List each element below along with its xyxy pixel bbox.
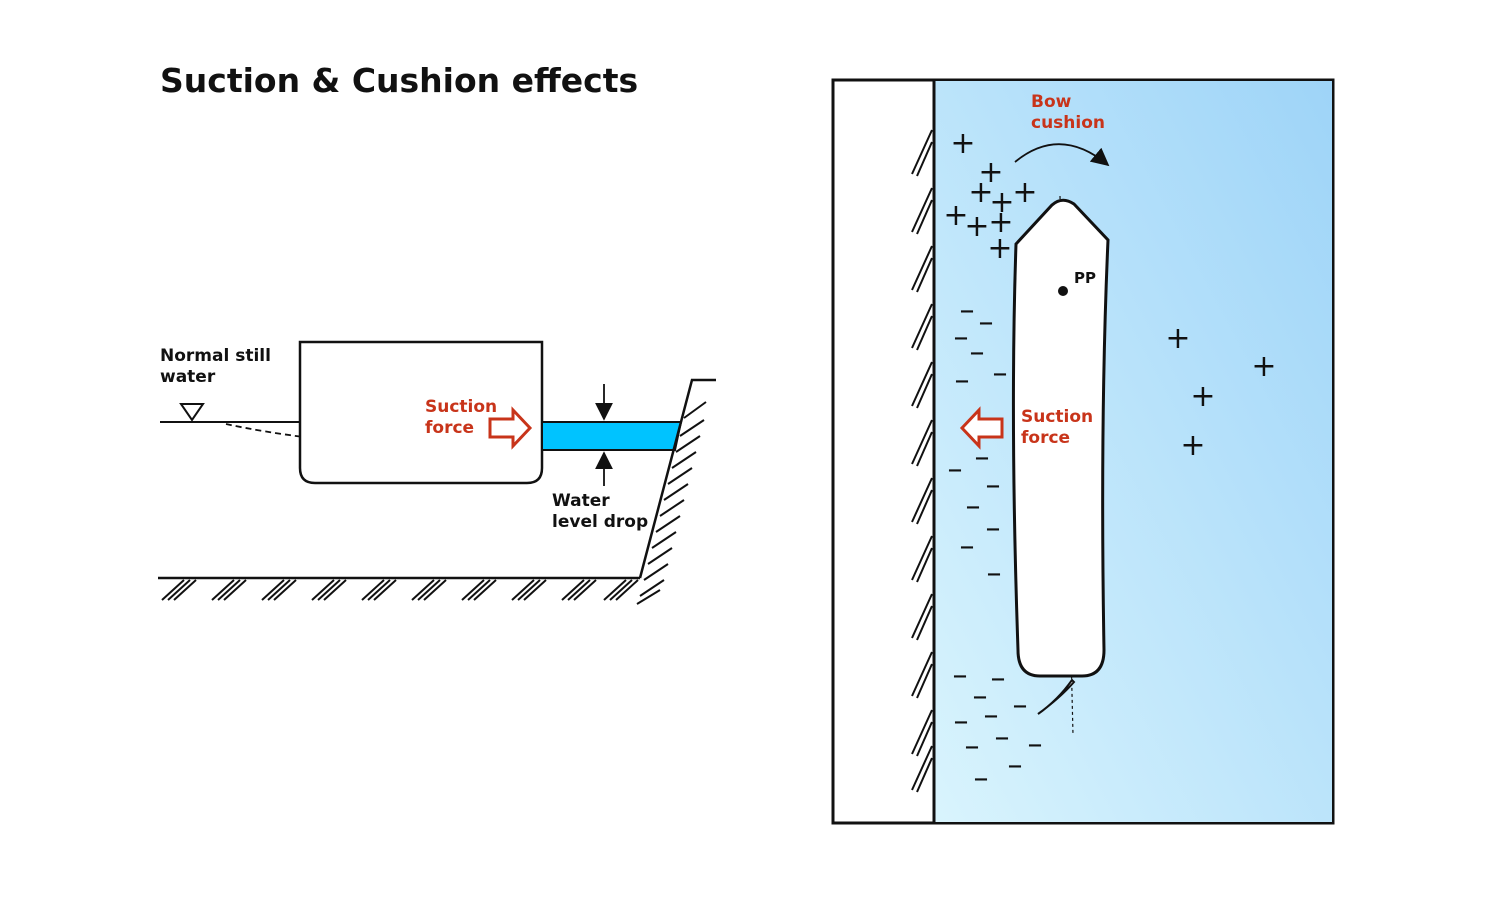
svg-text:–: – (954, 704, 969, 739)
svg-text:–: – (955, 363, 970, 398)
bow-cushion-arrow (1014, 143, 1110, 167)
svg-text:+: + (987, 231, 1012, 266)
svg-text:–: – (995, 720, 1010, 755)
svg-text:–: – (954, 320, 969, 355)
svg-text:+: + (988, 205, 1013, 240)
svg-text:–: – (966, 489, 981, 524)
svg-text:+: + (1012, 175, 1037, 210)
svg-text:+: + (968, 175, 993, 210)
svg-text:–: – (1008, 748, 1023, 783)
svg-text:–: – (986, 468, 1001, 503)
svg-text:–: – (960, 529, 975, 564)
svg-text:–: – (1028, 727, 1043, 762)
svg-text:+: + (1251, 349, 1276, 384)
ship-hull-section (298, 340, 544, 485)
svg-text:–: – (986, 511, 1001, 546)
svg-text:–: – (984, 698, 999, 733)
svg-text:–: – (948, 452, 963, 487)
ship-plan (1011, 198, 1110, 678)
suction-force-label-right: Suction force (1021, 407, 1099, 448)
svg-text:–: – (960, 293, 975, 328)
wall-hatching (911, 129, 933, 793)
svg-text:+: + (978, 155, 1003, 190)
water-level-symbol-icon (179, 403, 205, 422)
bow-cushion-label: Bow cushion (1031, 92, 1105, 133)
svg-text:–: – (993, 356, 1008, 391)
bottom-hatching (161, 579, 639, 601)
positive-pressure-signs: + + + + + + + + + + + + + (943, 126, 1276, 463)
svg-text:–: – (974, 761, 989, 796)
svg-text:–: – (975, 440, 990, 475)
svg-text:–: – (979, 305, 994, 340)
canal-bank (638, 378, 716, 579)
pivot-label: PP (1074, 269, 1096, 287)
rudder (1037, 678, 1076, 715)
svg-text:–: – (965, 729, 980, 764)
level-drop-label: Water level drop (552, 491, 648, 532)
svg-text:–: – (991, 661, 1006, 696)
channel-water (934, 81, 1332, 822)
suction-arrow-icon (488, 406, 533, 450)
suction-force-label-left: Suction force (425, 397, 503, 438)
page-title: Suction & Cushion effects (160, 61, 638, 100)
still-water-label: Normal still water (160, 346, 277, 387)
suction-arrow-left-icon (959, 406, 1004, 450)
svg-text:–: – (953, 658, 968, 693)
svg-text:+: + (943, 198, 968, 233)
svg-text:+: + (1190, 379, 1215, 414)
svg-text:–: – (987, 556, 1002, 591)
canal-cross-section: Normal still water Suction force Water l… (158, 340, 716, 605)
svg-text:+: + (950, 126, 975, 161)
svg-text:+: + (964, 209, 989, 244)
pivot-point (1058, 286, 1068, 296)
svg-text:–: – (973, 679, 988, 714)
svg-text:+: + (1180, 428, 1205, 463)
negative-pressure-signs: – – – – – – – – – – – – – – – – – – – – … (948, 293, 1043, 796)
svg-text:–: – (1013, 688, 1028, 723)
svg-text:+: + (989, 185, 1014, 220)
svg-text:–: – (970, 335, 985, 370)
bank-hatching (636, 401, 707, 605)
svg-text:+: + (1165, 321, 1190, 356)
water-gap-band (541, 421, 683, 451)
plan-view: PP Bow cushion Suction force + + + + + +… (831, 78, 1335, 825)
